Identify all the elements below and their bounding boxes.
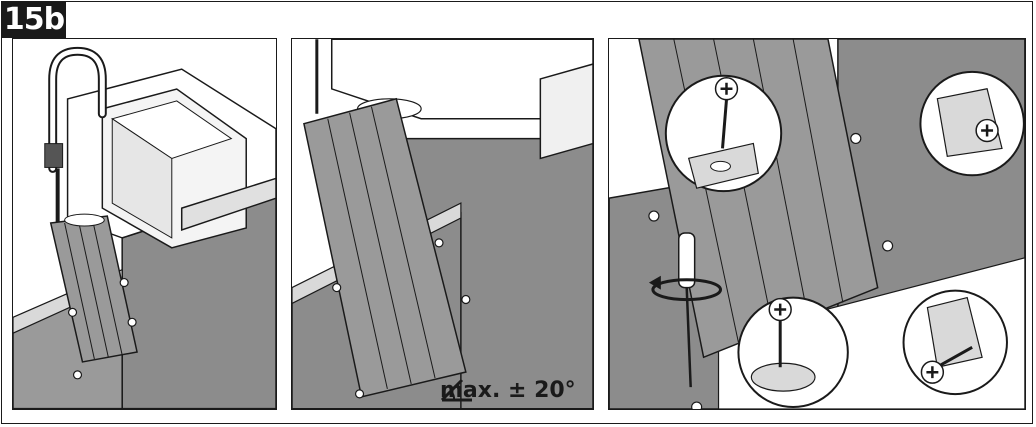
rotation-arrow-icon — [648, 275, 723, 302]
screw-icon — [975, 118, 999, 143]
cover-panel — [303, 97, 467, 398]
screw-icon — [714, 77, 739, 149]
panel-3-illustration — [609, 39, 1025, 409]
step-badge: 15b — [2, 2, 66, 38]
panel-1-overview — [12, 38, 277, 410]
angle-icon — [440, 378, 472, 402]
screw-icon — [768, 297, 792, 368]
panel-2-illustration — [292, 39, 593, 409]
screw-icon — [920, 346, 973, 384]
panel-2-angle: max. ± 20° — [291, 38, 594, 410]
panel-1-illustration — [13, 46, 276, 409]
panel-3-fastening — [608, 38, 1026, 410]
angle-label: max. ± 20° — [440, 378, 576, 403]
screwdriver-icon — [678, 232, 696, 388]
